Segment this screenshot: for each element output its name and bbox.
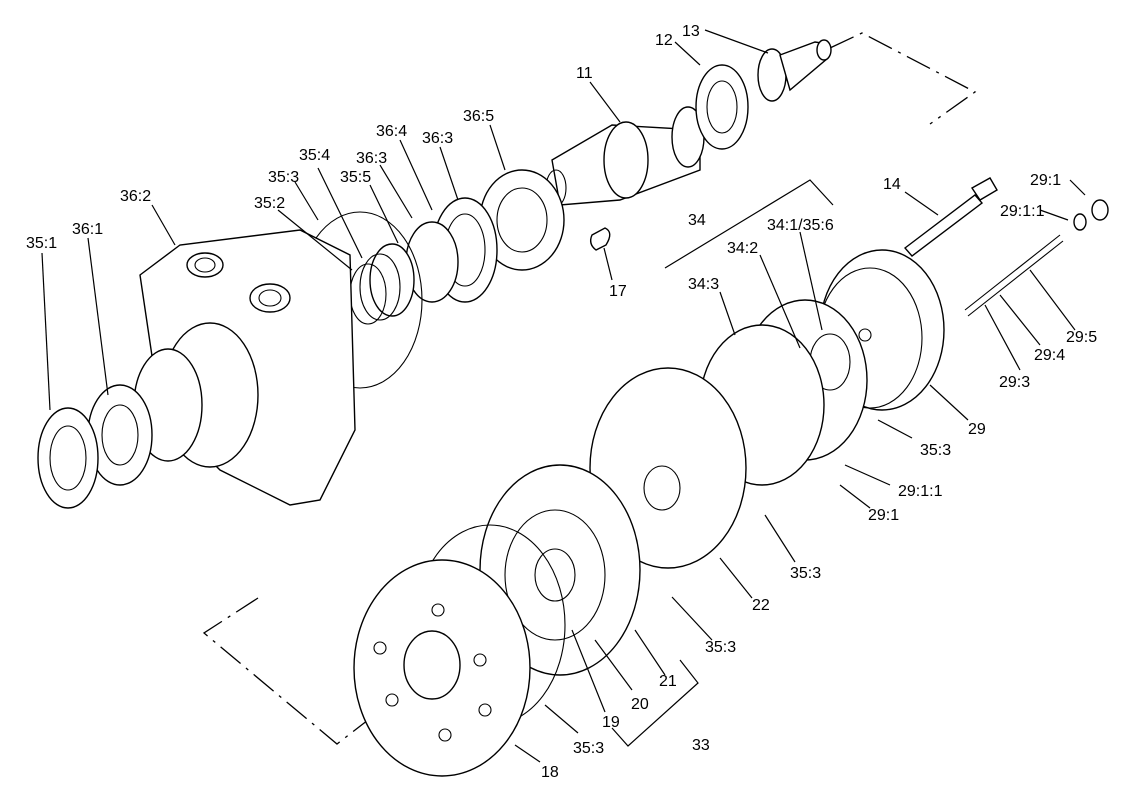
label-34: 34	[688, 212, 706, 229]
label-33: 33	[692, 737, 710, 754]
label-36-5: 36:5	[463, 108, 494, 125]
label-35-3-right: 35:3	[920, 442, 951, 459]
housing-36-2	[133, 229, 356, 506]
label-35-3-bottom: 35:3	[573, 740, 604, 757]
label-29-4: 29:4	[1034, 347, 1065, 364]
lower-axis-chain-line	[202, 597, 431, 745]
label-17: 17	[609, 283, 627, 300]
label-19: 19	[602, 714, 620, 731]
bolt-14	[903, 177, 998, 257]
label-13: 13	[682, 23, 700, 40]
label-29-1-top: 29:1	[1030, 172, 1061, 189]
seal-35-1	[37, 407, 99, 509]
label-18: 18	[541, 764, 559, 781]
label-12: 12	[655, 32, 673, 49]
leader-lines	[41, 29, 1086, 763]
ring-36-5	[479, 169, 565, 271]
label-36-2: 36:2	[120, 188, 151, 205]
upper-axis-chain-line	[829, 32, 977, 125]
label-36-1: 36:1	[72, 221, 103, 238]
valve-parts-29-x	[964, 199, 1109, 317]
label-22: 22	[752, 597, 770, 614]
label-34-3: 34:3	[688, 276, 719, 293]
label-14: 14	[883, 176, 901, 193]
bracket-33	[611, 659, 699, 747]
label-35-1: 35:1	[26, 235, 57, 252]
key-17	[589, 227, 611, 251]
label-21: 21	[659, 673, 677, 690]
label-36-3-lower: 36:3	[356, 150, 387, 167]
label-11: 11	[576, 65, 593, 82]
label-29-1-1-top: 29:1:1	[1000, 203, 1045, 220]
label-35-5: 35:5	[340, 169, 371, 186]
gear-13	[757, 39, 832, 102]
label-36-4: 36:4	[376, 123, 407, 140]
bearing-12	[695, 64, 749, 150]
label-29-1-bottom: 29:1	[868, 507, 899, 524]
label-29: 29	[968, 421, 986, 438]
label-29-5: 29:5	[1066, 329, 1097, 346]
drive-shaft-11	[545, 106, 705, 207]
label-35-3-lower: 35:3	[705, 639, 736, 656]
label-35-3-top: 35:3	[268, 169, 299, 186]
label-34-2: 34:2	[727, 240, 758, 257]
label-29-1-1-bottom: 29:1:1	[898, 483, 943, 500]
spring-35-4	[349, 243, 415, 325]
bracket-34	[664, 179, 834, 269]
label-34-1-35-6: 34:1/35:6	[767, 217, 834, 234]
end-plate-18	[353, 559, 531, 777]
label-35-2: 35:2	[254, 195, 285, 212]
label-29-3: 29:3	[999, 374, 1030, 391]
label-36-3-upper: 36:3	[422, 130, 453, 147]
label-35-4: 35:4	[299, 147, 330, 164]
label-20: 20	[631, 696, 649, 713]
label-35-3-middle: 35:3	[790, 565, 821, 582]
